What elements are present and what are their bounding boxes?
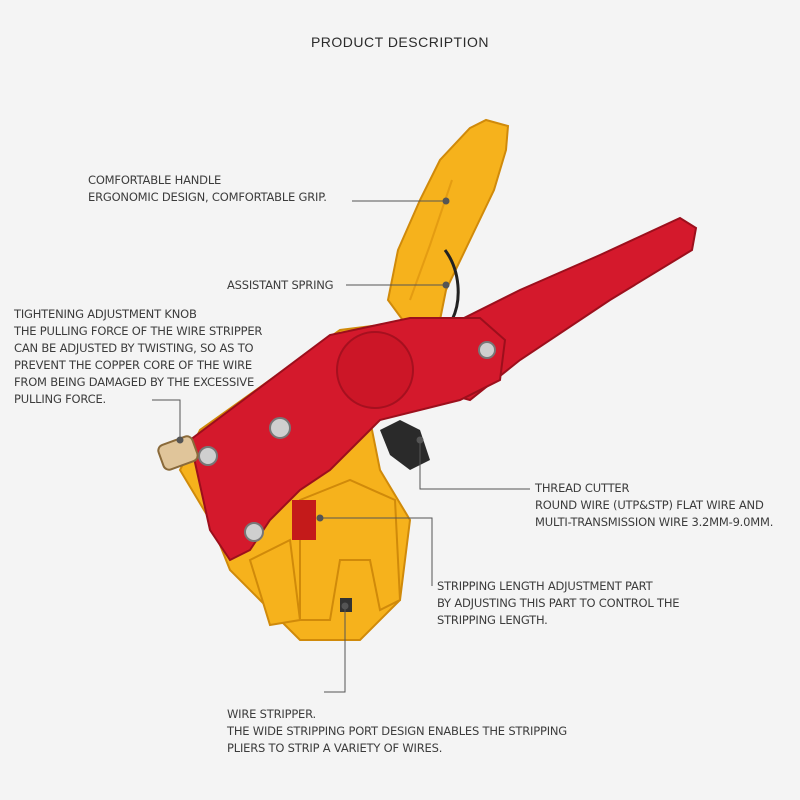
stripping-jaws <box>299 478 402 621</box>
callout-length-line: STRIPPING LENGTH. <box>437 613 548 627</box>
callout-knob-title: TIGHTENING ADJUSTMENT KNOB <box>14 307 197 321</box>
callout-handle: COMFORTABLE HANDLE ERGONOMIC DESIGN, COM… <box>88 172 327 206</box>
pivot-disc <box>336 331 414 409</box>
callout-knob-line: CAN BE ADJUSTED BY TWISTING, SO AS TO <box>14 341 254 355</box>
callout-spring-title: ASSISTANT SPRING <box>227 278 334 292</box>
callout-knob-line: THE PULLING FORCE OF THE WIRE STRIPPER <box>14 324 263 338</box>
callout-cutter-title: THREAD CUTTER <box>535 481 630 495</box>
callout-handle-text: ERGONOMIC DESIGN, COMFORTABLE GRIP. <box>88 190 327 204</box>
yellow-handle <box>386 118 510 332</box>
callout-knob-line: PULLING FORCE. <box>14 392 106 406</box>
callout-stripper: WIRE STRIPPER. THE WIDE STRIPPING PORT D… <box>227 706 567 757</box>
callout-cutter: THREAD CUTTER ROUND WIRE (UTP&STP) FLAT … <box>535 480 773 531</box>
callout-cutter-line: MULTI-TRANSMISSION WIRE 3.2MM-9.0MM. <box>535 515 774 529</box>
adjustment-knob <box>157 435 199 471</box>
callout-knob: TIGHTENING ADJUSTMENT KNOB THE PULLING F… <box>14 306 262 408</box>
callout-cutter-line: ROUND WIRE (UTP&STP) FLAT WIRE AND <box>535 498 764 512</box>
red-body <box>188 317 507 562</box>
callout-length: STRIPPING LENGTH ADJUSTMENT PART BY ADJU… <box>437 578 680 629</box>
callout-stripper-line: THE WIDE STRIPPING PORT DESIGN ENABLES T… <box>227 724 568 738</box>
assistant-spring <box>443 249 460 321</box>
callout-spring: ASSISTANT SPRING <box>227 277 334 294</box>
callout-knob-line: FROM BEING DAMAGED BY THE EXCESSIVE <box>14 375 255 389</box>
callout-knob-line: PREVENT THE COPPER CORE OF THE WIRE <box>14 358 252 372</box>
callout-stripper-title: WIRE STRIPPER. <box>227 707 316 721</box>
callout-length-line: BY ADJUSTING THIS PART TO CONTROL THE <box>437 596 680 610</box>
thread-cutter <box>380 420 430 470</box>
callout-length-title: STRIPPING LENGTH ADJUSTMENT PART <box>437 579 653 593</box>
page-title: PRODUCT DESCRIPTION <box>310 34 490 50</box>
callout-stripper-line: PLIERS TO STRIP A VARIETY OF WIRES. <box>227 741 443 755</box>
callout-handle-title: COMFORTABLE HANDLE <box>88 173 222 187</box>
